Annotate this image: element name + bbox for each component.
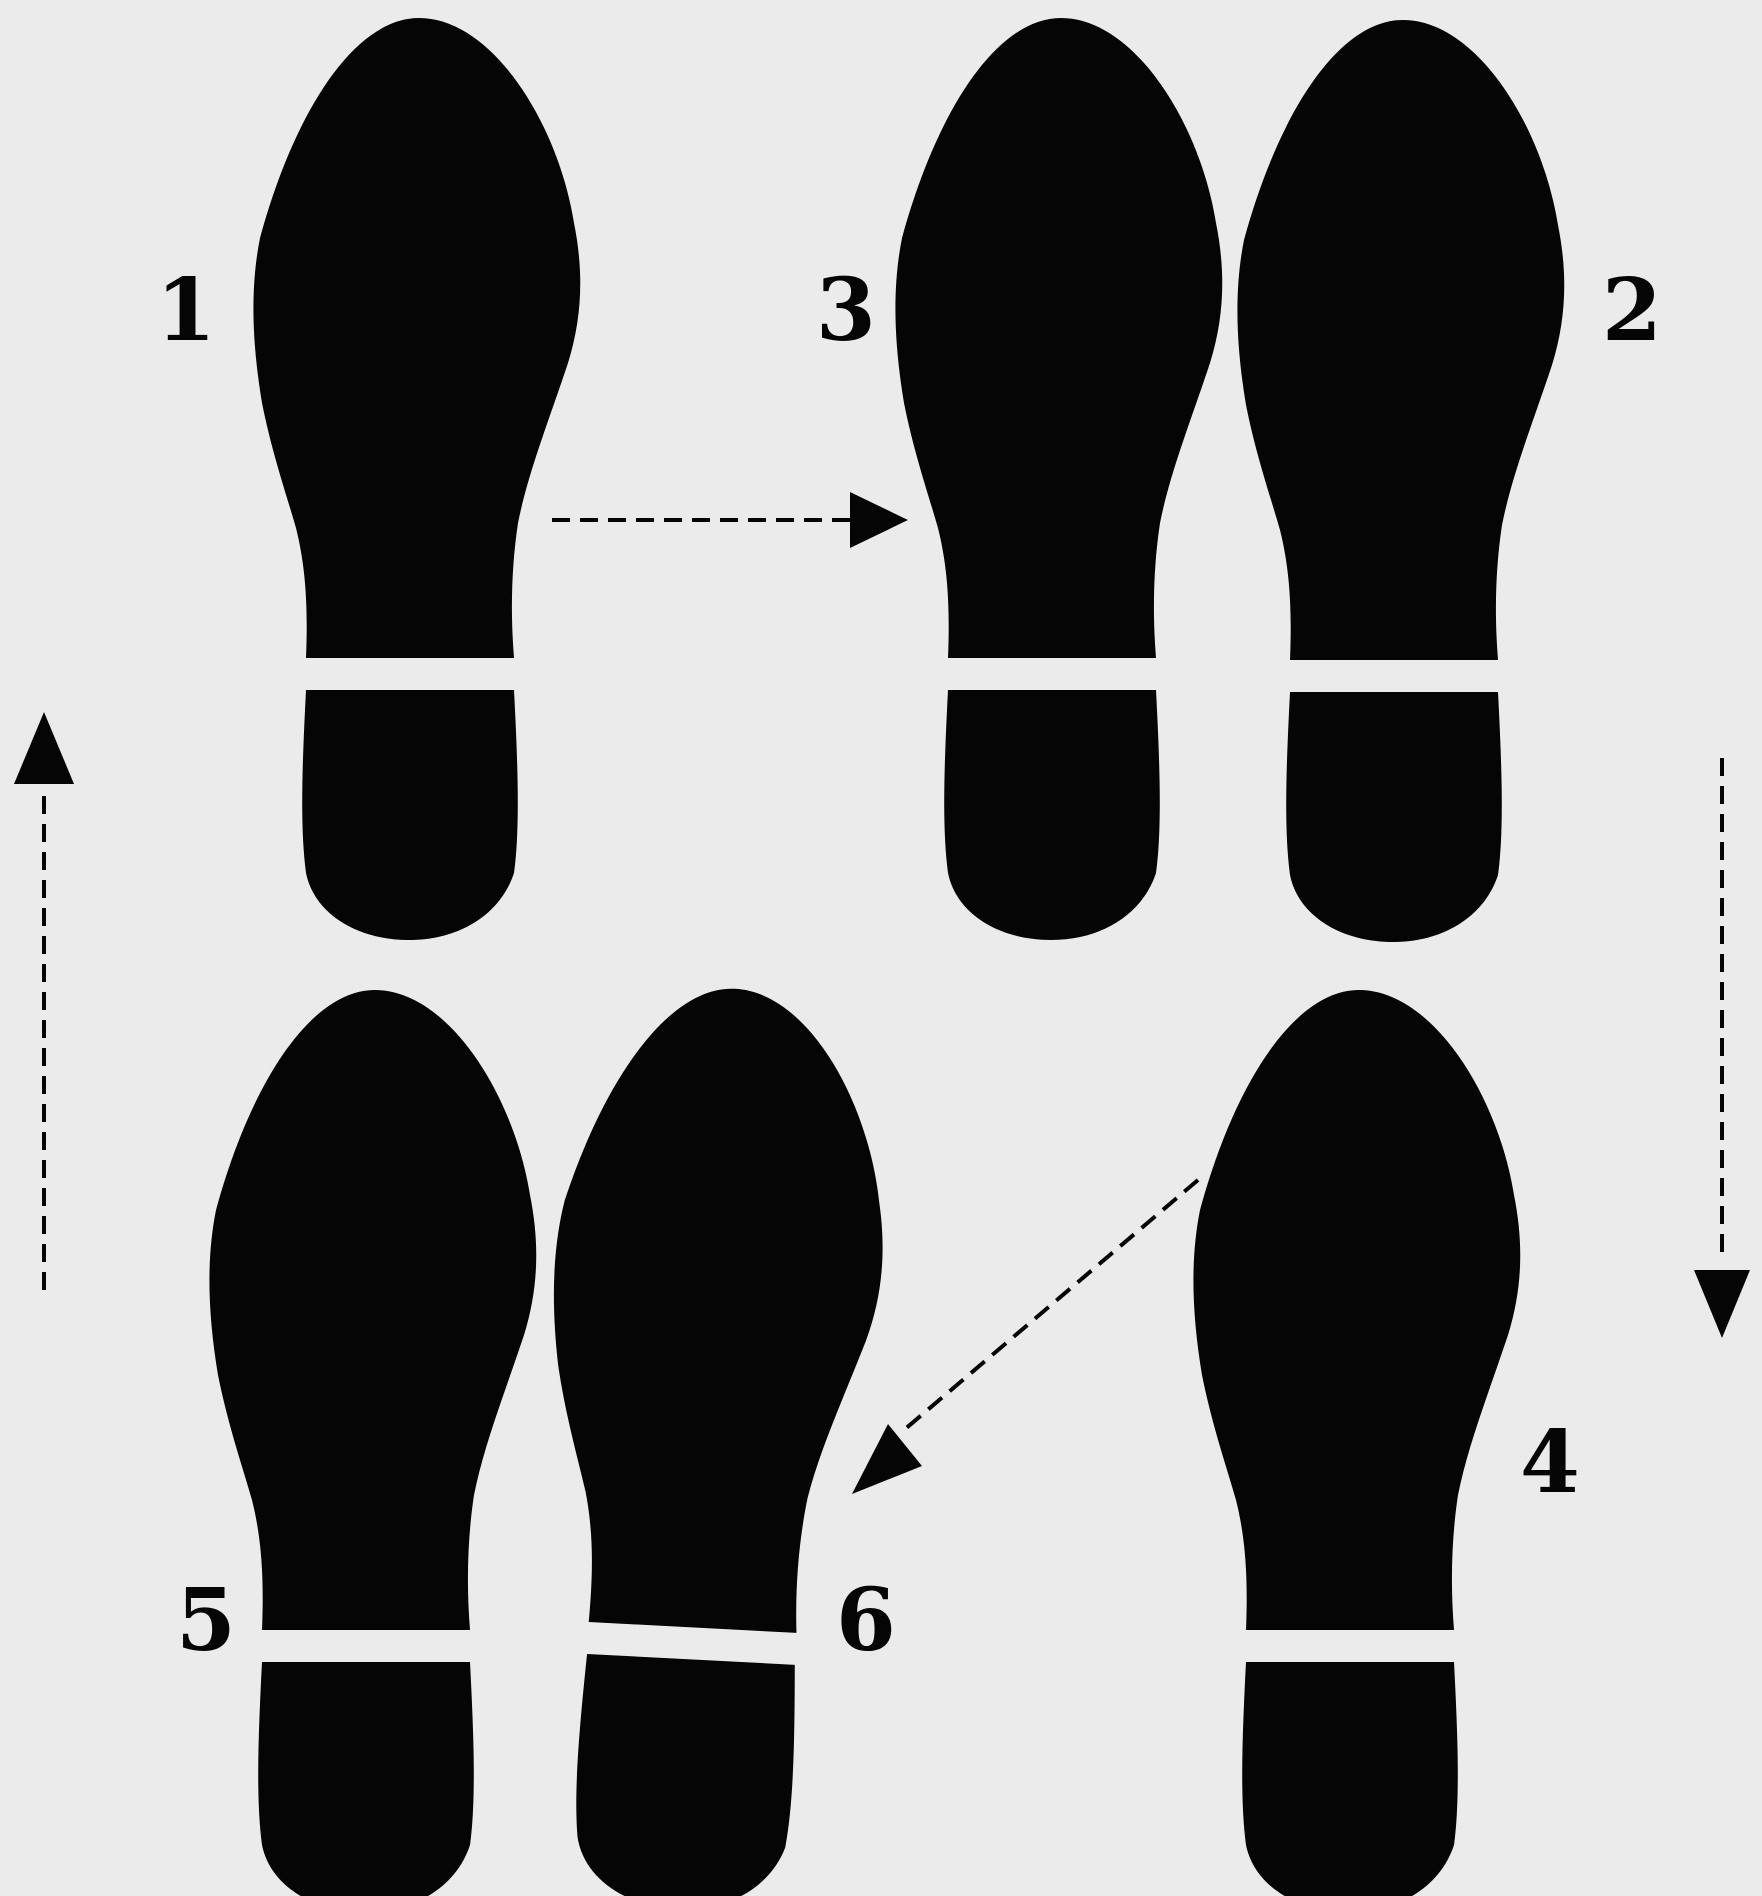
arrow-5-to-1-head [14,712,74,784]
arrow-2-to-4-head [1694,1270,1750,1338]
step-number-3: 3 [816,260,876,361]
arrow-4-to-6-head [852,1424,922,1494]
step-number-5: 5 [176,1570,236,1671]
shoe-print-3 [895,18,1222,940]
arrow-1-to-3-head [850,492,908,548]
step-number-1: 1 [156,260,216,361]
shoe-print-4 [1193,990,1520,1896]
step-number-6: 6 [836,1570,896,1671]
shoe-print-2 [1237,20,1564,942]
shoe-print-1 [253,18,580,940]
shoe-print-5 [209,990,536,1896]
arrow-4-to-6-line [904,1180,1198,1430]
step-number-4: 4 [1520,1412,1580,1513]
step-number-2: 2 [1602,260,1662,361]
shoe-print-6 [521,980,896,1896]
